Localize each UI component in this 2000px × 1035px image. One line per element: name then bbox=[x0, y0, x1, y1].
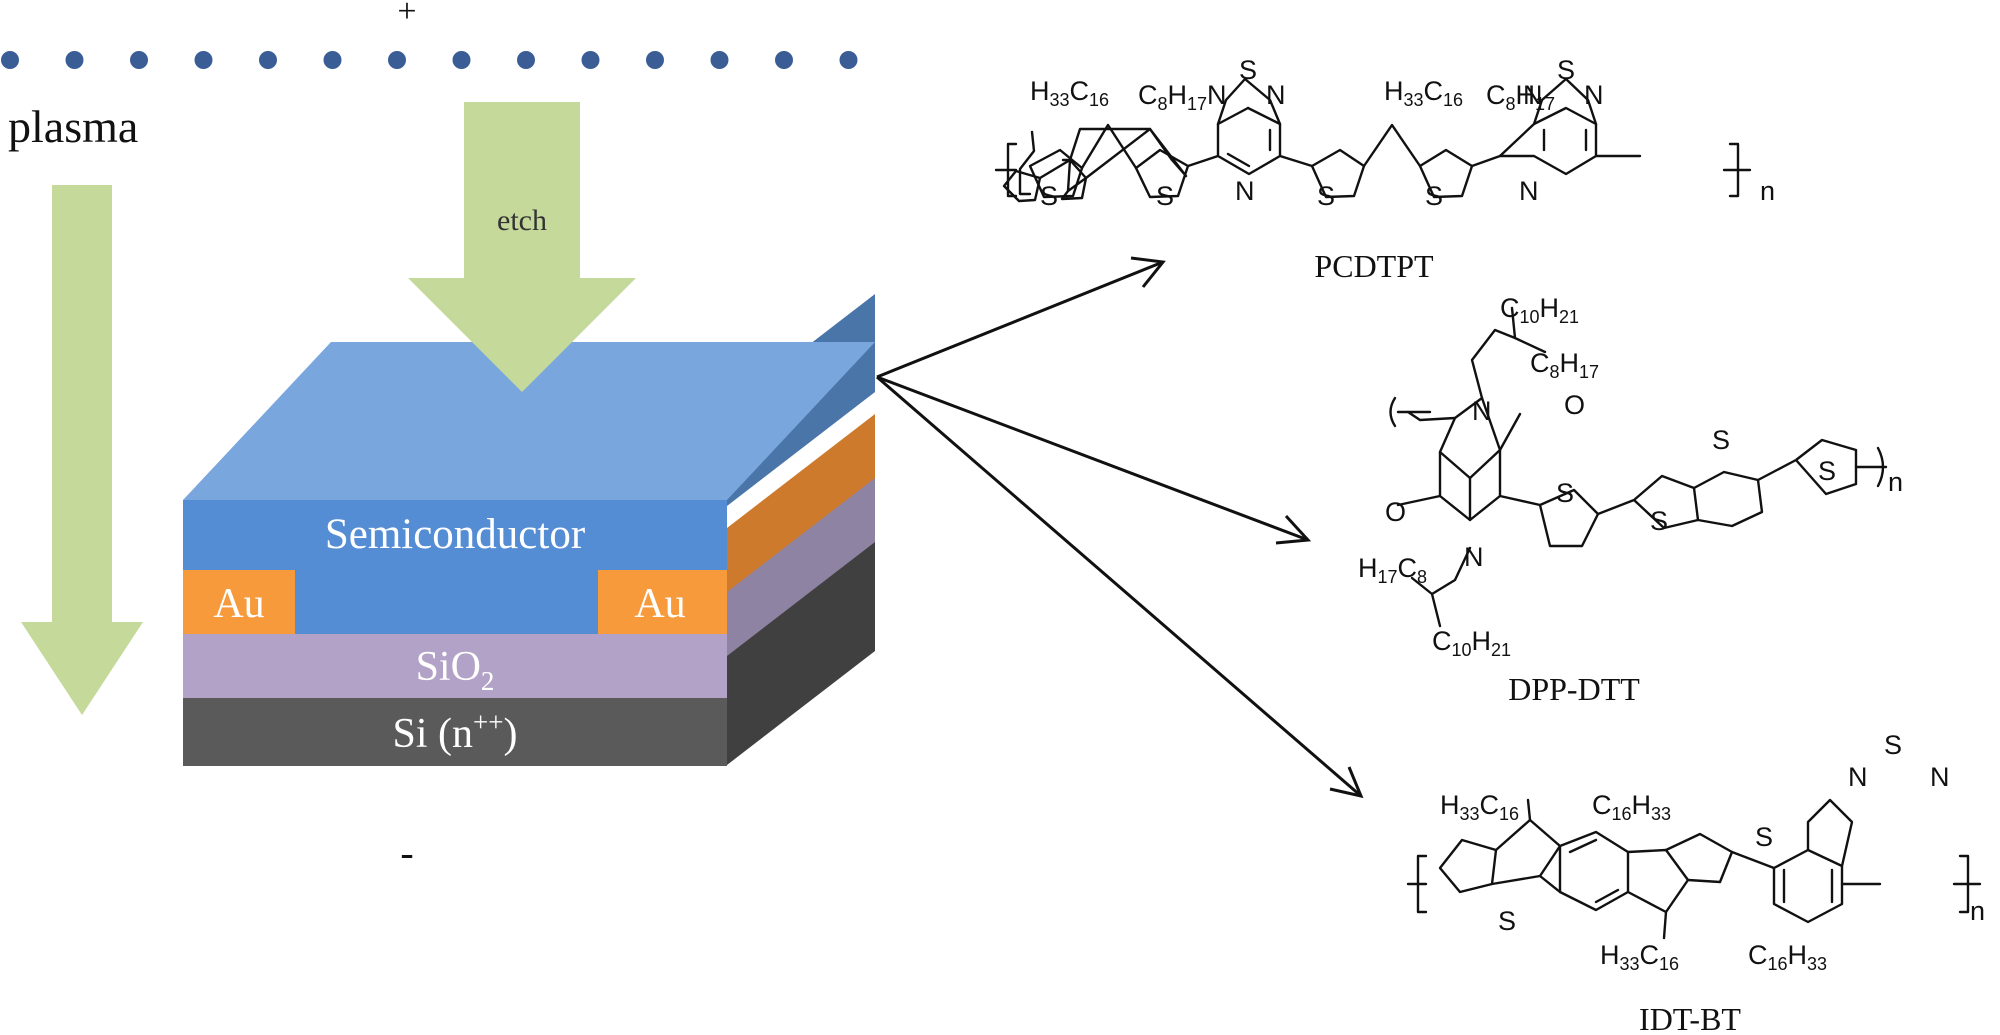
svg-text:S: S bbox=[1884, 730, 1902, 760]
dpp-dtt-name: DPP-DTT bbox=[1508, 671, 1640, 707]
pcdtpt-structure: S S S S S S N N N N N N n H33C16 C8H17 H… bbox=[994, 55, 1775, 211]
svg-text:S: S bbox=[1040, 181, 1058, 211]
pcdtpt-name: PCDTPT bbox=[1314, 248, 1434, 284]
svg-text:H17C8: H17C8 bbox=[1358, 553, 1427, 587]
ion-dot bbox=[839, 51, 858, 69]
svg-text:S: S bbox=[1498, 906, 1516, 936]
connector-arrows bbox=[876, 256, 1364, 799]
silicon-label: Si (n++) bbox=[393, 707, 518, 757]
svg-text:N: N bbox=[1207, 80, 1227, 110]
svg-text:N: N bbox=[1266, 80, 1286, 110]
au-left-label: Au bbox=[213, 581, 264, 627]
svg-text:S: S bbox=[1755, 822, 1773, 852]
semiconductor-label: Semiconductor bbox=[325, 511, 585, 558]
arrow-to-pcdtpt bbox=[876, 256, 1166, 379]
ion-dot bbox=[646, 51, 664, 69]
svg-text:O: O bbox=[1564, 390, 1585, 420]
positive-charge-label: + bbox=[397, 0, 416, 30]
ion-dot bbox=[388, 51, 406, 69]
svg-text:H33C16: H33C16 bbox=[1440, 790, 1519, 824]
gold-electrode-left bbox=[183, 570, 295, 634]
etch-label: etch bbox=[497, 204, 547, 237]
plasma-label: plasma bbox=[8, 101, 138, 152]
svg-text:S: S bbox=[1650, 506, 1668, 536]
svg-text:S: S bbox=[1556, 478, 1574, 508]
svg-text:S: S bbox=[1425, 181, 1443, 211]
svg-text:H33C16: H33C16 bbox=[1600, 940, 1679, 974]
idt-bt-name: IDT-BT bbox=[1639, 1001, 1741, 1035]
silicon-front-face bbox=[183, 698, 727, 766]
etch-arrow bbox=[408, 102, 636, 392]
ion-dot bbox=[452, 51, 471, 69]
svg-text:C8H17: C8H17 bbox=[1486, 80, 1555, 114]
ion-dot bbox=[323, 51, 342, 69]
ion-dot bbox=[65, 51, 84, 69]
arrow-to-dpp-dtt bbox=[876, 375, 1312, 545]
ion-dot bbox=[710, 51, 729, 69]
svg-text:N: N bbox=[1519, 176, 1539, 206]
sio2-label: SiO2 bbox=[416, 644, 495, 696]
oxide-front-face bbox=[183, 634, 727, 698]
dpp-dtt-structure: N N O O S S S S n C10H21 C8H17 H17C8 C10… bbox=[1358, 293, 1903, 660]
svg-text:N: N bbox=[1584, 80, 1604, 110]
svg-text:S: S bbox=[1239, 55, 1257, 85]
svg-text:C16H33: C16H33 bbox=[1748, 940, 1827, 974]
device-stack: Semiconductor Au Au SiO2 Si (n++) bbox=[183, 294, 875, 766]
gold-electrode-right bbox=[598, 570, 727, 634]
ion-dot bbox=[1, 51, 19, 69]
svg-text:N: N bbox=[1930, 762, 1950, 792]
svg-text:C8H17: C8H17 bbox=[1530, 348, 1599, 382]
au-right-label: Au bbox=[634, 581, 685, 627]
svg-text:H33C16: H33C16 bbox=[1030, 76, 1109, 110]
svg-text:C10H21: C10H21 bbox=[1500, 293, 1579, 327]
svg-text:N: N bbox=[1235, 176, 1255, 206]
ion-dot bbox=[130, 51, 148, 69]
svg-text:S: S bbox=[1818, 456, 1836, 486]
svg-text:C8H17: C8H17 bbox=[1138, 80, 1207, 114]
svg-text:n: n bbox=[1760, 176, 1775, 206]
plasma-arrow bbox=[21, 185, 143, 715]
svg-text:S: S bbox=[1156, 181, 1174, 211]
silicon-side-face bbox=[727, 542, 875, 765]
idt-bt-structure: S S S N N n H33C16 C16H33 H33C16 C16H33 bbox=[1406, 730, 1985, 974]
svg-text:N: N bbox=[1523, 80, 1543, 110]
svg-text:n: n bbox=[1970, 896, 1985, 926]
svg-text:N: N bbox=[1464, 542, 1484, 572]
svg-text:C10H21: C10H21 bbox=[1432, 626, 1511, 660]
ion-dot bbox=[259, 51, 277, 69]
svg-text:C16H33: C16H33 bbox=[1592, 790, 1671, 824]
svg-text:S: S bbox=[1712, 425, 1730, 455]
svg-text:H33C16: H33C16 bbox=[1384, 76, 1463, 110]
svg-text:N: N bbox=[1848, 762, 1868, 792]
ion-dot bbox=[775, 51, 793, 69]
negative-charge-label: - bbox=[400, 830, 413, 875]
ion-dot bbox=[517, 51, 535, 69]
svg-text:S: S bbox=[1557, 55, 1575, 85]
arrow-to-idt-bt bbox=[876, 375, 1364, 799]
ion-dot bbox=[581, 51, 600, 69]
semiconductor-top-face bbox=[183, 342, 875, 500]
svg-text:n: n bbox=[1888, 467, 1903, 497]
ion-dot bbox=[194, 51, 213, 69]
svg-text:O: O bbox=[1385, 497, 1406, 527]
ion-row bbox=[1, 51, 858, 69]
svg-text:S: S bbox=[1317, 181, 1335, 211]
svg-text:N: N bbox=[1472, 396, 1492, 426]
